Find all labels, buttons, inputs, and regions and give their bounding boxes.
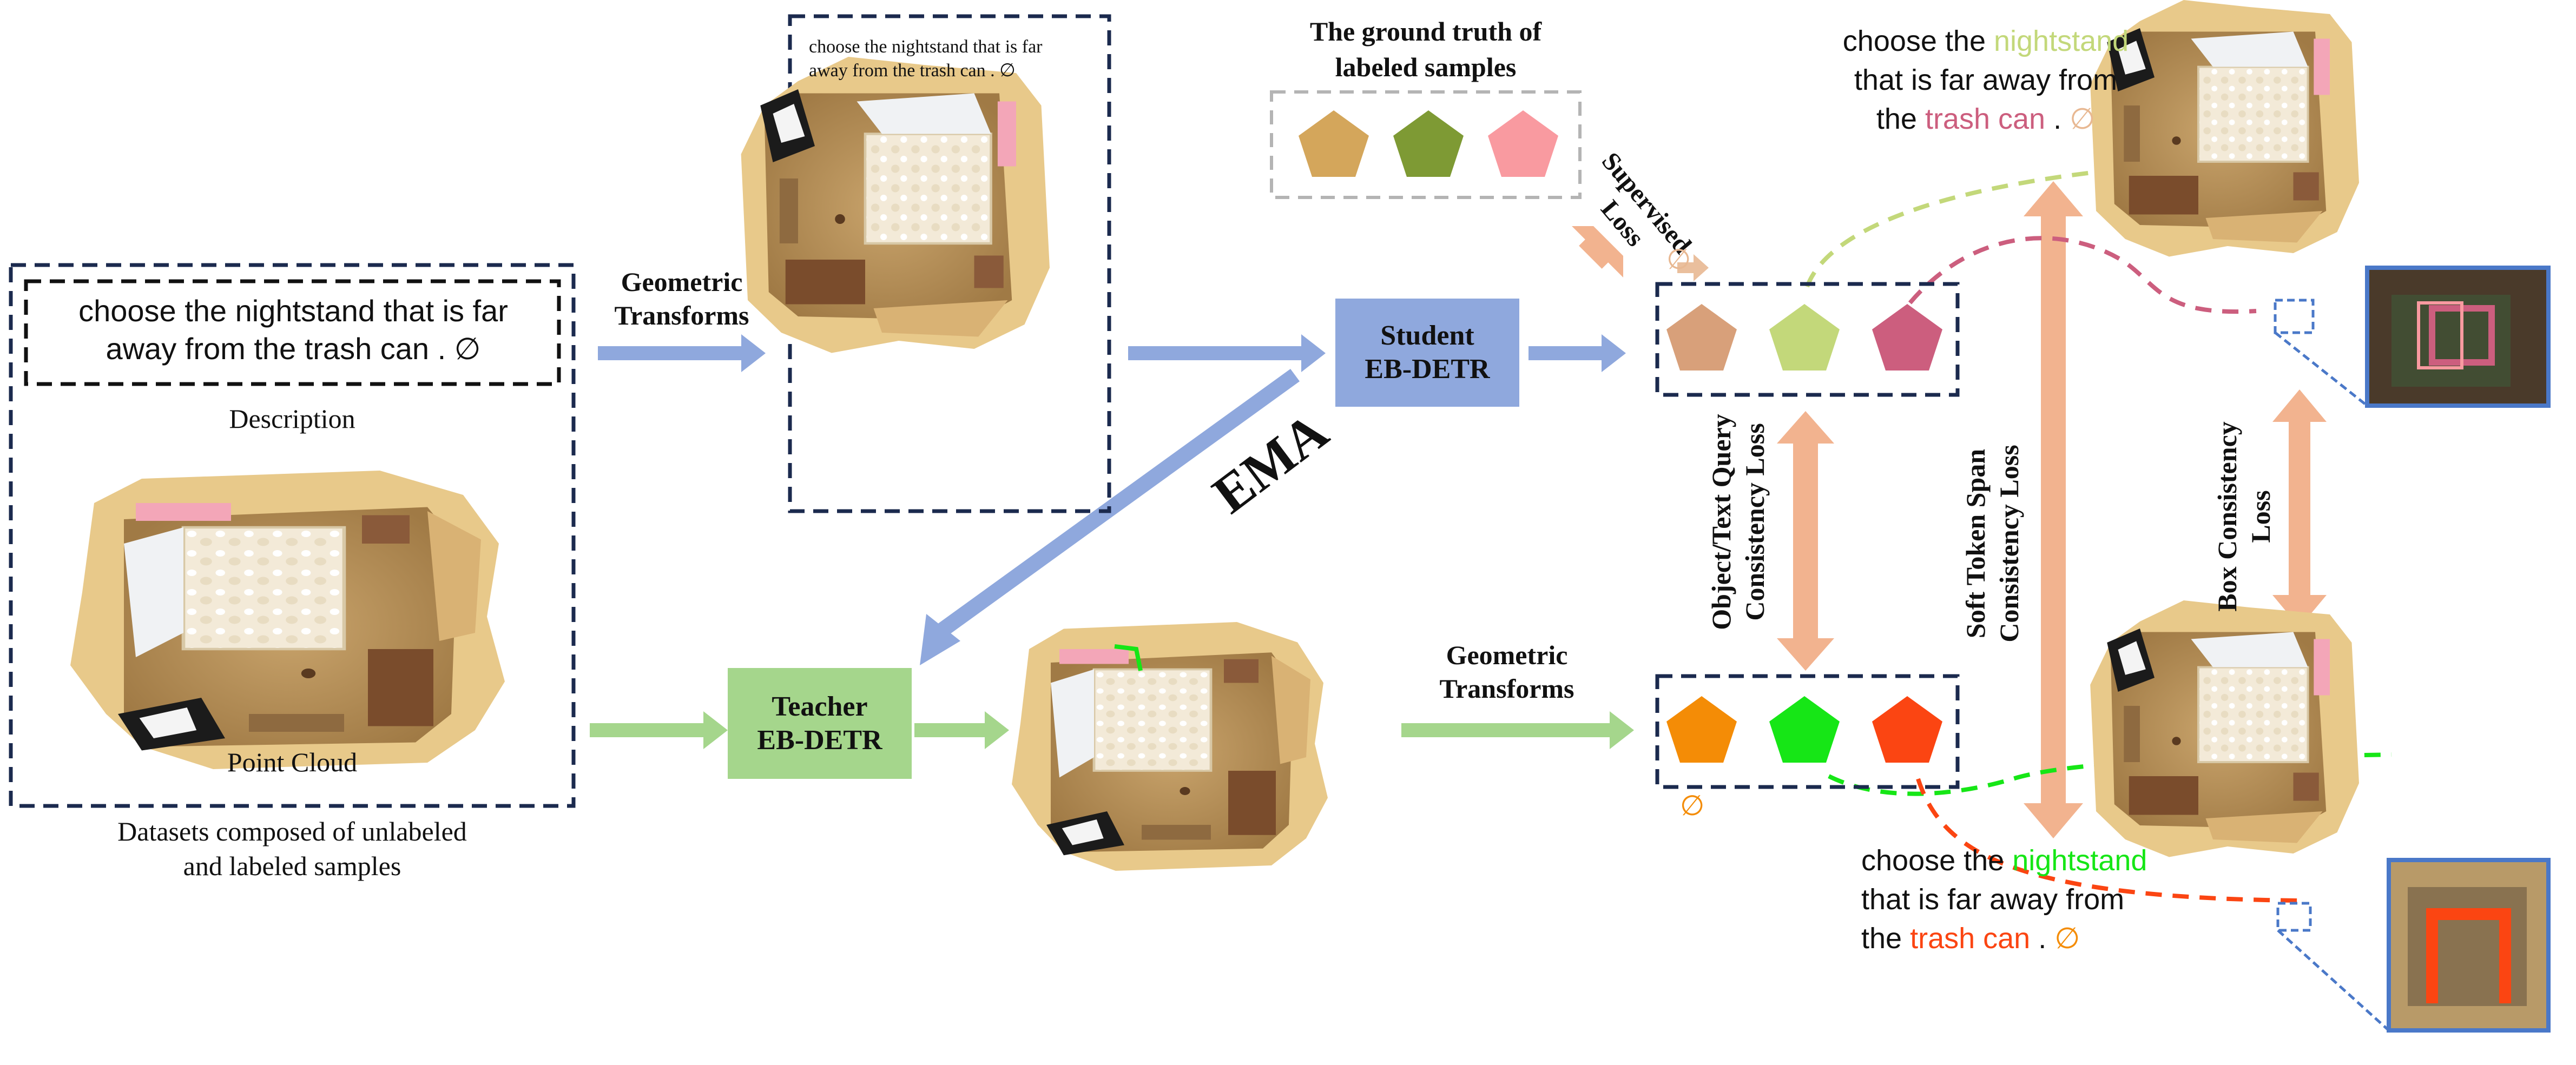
ground-truth-token-1 — [1299, 110, 1369, 177]
arrow-teacher-to-scan — [914, 711, 1009, 749]
teacher-zoom-source — [2276, 902, 2312, 932]
teacher-null-symbol: ∅ — [1680, 790, 1705, 822]
point-cloud-label: Point Cloud — [227, 747, 358, 777]
top-sample-text: choose the nightstand that is far away f… — [809, 37, 1043, 81]
teacher-query-token-1 — [1666, 696, 1737, 763]
dataset-caption: Datasets composed of unlabeled and label… — [117, 816, 467, 881]
ground-truth-token-2 — [1393, 110, 1464, 177]
link-trash-teacher — [1916, 778, 2300, 903]
teacher-query-box — [1655, 674, 1960, 789]
teacher-word-nightstand: nightstand — [2012, 844, 2147, 877]
student-word-null: ∅ — [2070, 103, 2096, 135]
geometric-transforms-top-label: Geometric Transforms — [614, 267, 749, 330]
link-nightstand-student — [1805, 155, 2354, 288]
student-query-box — [1655, 282, 1960, 397]
teacher-model-box — [728, 668, 912, 779]
ground-truth-title: The ground truth of labeled samples — [1309, 16, 1542, 82]
arrow-to-teacher — [590, 711, 728, 749]
ground-truth-box — [1270, 90, 1582, 199]
teacher-word-null: ∅ — [2054, 922, 2080, 955]
query-consistency-label: Object/Text Query Consistency Loss — [1706, 414, 1770, 630]
arrow-student-to-queries — [1529, 334, 1626, 372]
description-label: Description — [229, 403, 355, 434]
teacher-scan-box-mark — [1114, 644, 1143, 671]
description-text: choose the nightstand that is far away f… — [78, 294, 508, 366]
teacher-zoom-panel — [2387, 858, 2551, 1033]
teacher-zoom-line — [2277, 929, 2390, 1031]
box-consistency-arrow — [2272, 389, 2327, 627]
link-trash-student — [1908, 236, 2257, 314]
ground-truth-token-3 — [1488, 110, 1558, 177]
arrow-geom-transform-top — [598, 334, 766, 372]
student-query-token-2 — [1769, 304, 1840, 371]
description-box — [24, 279, 561, 386]
span-consistency-arrow — [2024, 181, 2083, 838]
student-zoom-panel — [2365, 266, 2551, 408]
ema-arrow — [920, 369, 1300, 665]
student-word-nightstand: nightstand — [1994, 25, 2129, 57]
teacher-point-cloud-image — [1012, 622, 1328, 871]
student-word-trash-can: trash can — [1925, 103, 2046, 135]
student-zoom-line — [2274, 332, 2368, 407]
query-consistency-arrow — [1777, 411, 1834, 671]
teacher-query-token-2 — [1769, 696, 1840, 763]
student-null-symbol: ∅ — [1666, 244, 1691, 275]
student-output-text: choose the nightstand that is far away f… — [1842, 25, 2129, 135]
student-query-token-1 — [1666, 304, 1737, 371]
span-consistency-label: Soft Token Span Consistency Loss — [1960, 445, 2024, 643]
student-model-box — [1335, 299, 1519, 407]
student-zoom-source — [2274, 299, 2315, 334]
arrow-to-student — [1128, 334, 1326, 372]
box-consistency-label: Box Consistency Loss — [2212, 421, 2276, 612]
teacher-query-token-3 — [1872, 696, 1942, 763]
teacher-output-text: choose the nightstand that is far away f… — [1861, 844, 2147, 955]
dataset-panel — [9, 263, 576, 808]
arrow-geom-transform-bottom — [1401, 711, 1634, 749]
student-null-arrow — [1677, 254, 1709, 281]
geometric-transforms-bottom-label: Geometric Transforms — [1439, 640, 1574, 704]
teacher-result-image — [2090, 600, 2359, 857]
teacher-word-trash-can: trash can — [1910, 922, 2031, 955]
supervised-loss-arrow — [1572, 226, 1623, 277]
student-query-token-3 — [1872, 304, 1942, 371]
point-cloud-image — [70, 471, 505, 769]
